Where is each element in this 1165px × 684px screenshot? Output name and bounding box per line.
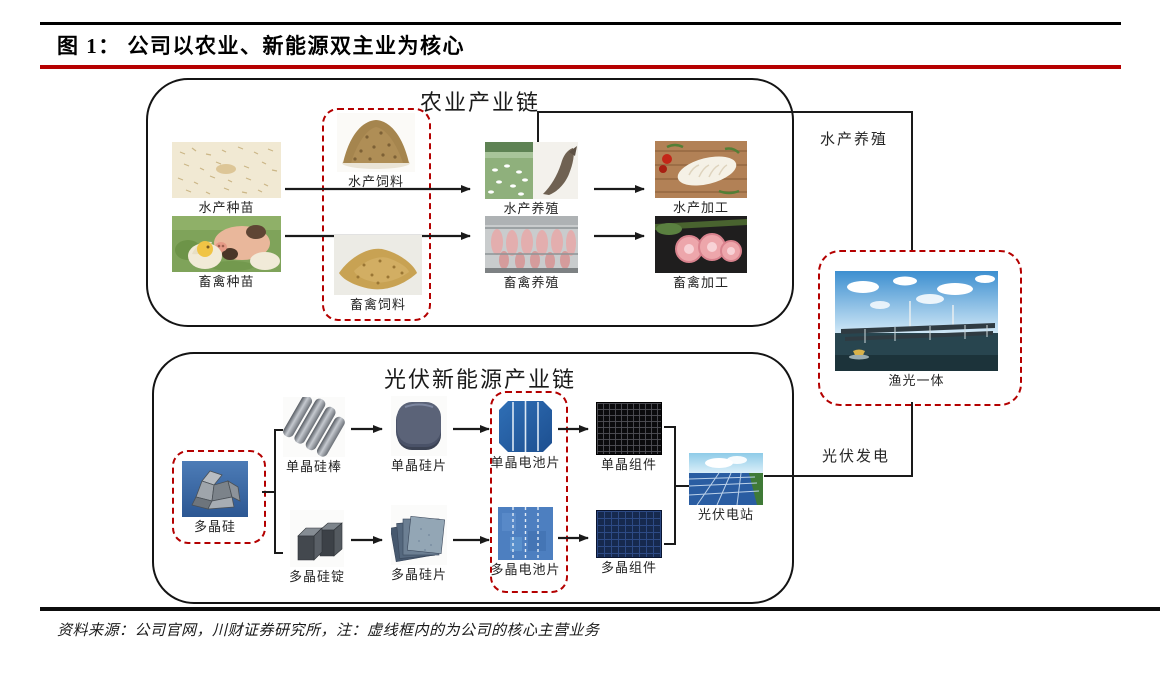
livestock-farming-image (485, 216, 578, 273)
node-label: 多晶硅 (193, 519, 236, 534)
node-aqua-seed: 水产种苗 (172, 142, 281, 215)
node-label: 单晶组件 (600, 457, 657, 472)
pv-chain-title: 光伏新能源产业链 (383, 367, 577, 392)
node-label: 单晶电池片 (490, 455, 561, 470)
node-livestock-farming: 畜禽养殖 (485, 216, 578, 290)
node-mono-cell: 单晶电池片 (491, 400, 560, 470)
node-label: 水产加工 (672, 200, 729, 215)
pv-chain-box (152, 352, 794, 604)
node-label: 水产种苗 (198, 200, 255, 215)
footer-rule (40, 607, 1160, 611)
node-label: 多晶组件 (600, 560, 657, 575)
node-livestock-seed: 畜禽种苗 (172, 216, 281, 289)
node-poly-module: 多晶组件 (596, 510, 662, 575)
poly-cell-image (498, 507, 553, 560)
mono-wafer-image (391, 396, 447, 456)
node-label: 多晶电池片 (490, 562, 561, 577)
node-mono-wafer: 单晶硅片 (391, 396, 447, 473)
node-polysilicon: 多晶硅 (182, 461, 248, 534)
core-dashed-box-polysilicon (172, 450, 266, 544)
node-label: 单晶硅棒 (285, 459, 342, 474)
node-label: 光伏电站 (697, 507, 754, 522)
top-rule (40, 22, 1121, 25)
aqua-seed-image (172, 142, 281, 198)
node-label: 多晶硅锭 (289, 569, 346, 584)
node-mono-rod: 单晶硅棒 (283, 397, 345, 474)
node-poly-cell: 多晶电池片 (491, 507, 560, 577)
node-aqua-feed: 水产饲料 (337, 113, 415, 189)
poly-ingot-image (290, 510, 344, 567)
aqua-processing-image (655, 141, 747, 198)
pv-station-image (689, 453, 763, 505)
node-label: 畜禽加工 (672, 275, 729, 290)
mono-module-image (596, 402, 662, 455)
mono-cell-image (498, 400, 553, 453)
node-label: 畜禽饲料 (349, 297, 406, 312)
livestock-feed-image (334, 235, 422, 295)
core-dashed-box-feed (322, 108, 431, 321)
figure-title: 图 1： 公司以农业、新能源双主业为核心 (57, 34, 465, 58)
node-label: 水产养殖 (503, 201, 560, 216)
title-underline-rule (40, 65, 1121, 69)
node-mono-module: 单晶组件 (596, 402, 662, 472)
poly-module-image (596, 510, 662, 558)
aquaculture-side-label: 水产养殖 (820, 132, 889, 148)
node-poly-wafer: 多晶硅片 (391, 505, 447, 582)
node-pv-station: 光伏电站 (689, 453, 763, 522)
polysilicon-image (182, 461, 248, 517)
node-label: 渔光一体 (888, 373, 945, 388)
livestock-processing-image (655, 216, 747, 273)
node-aqua-processing: 水产加工 (655, 141, 747, 215)
node-label: 畜禽种苗 (198, 274, 255, 289)
pv-generation-side-label: 光伏发电 (822, 449, 891, 465)
source-note: 资料来源：公司官网，川财证券研究所，注：虚线框内的为公司的核心主营业务 (57, 623, 600, 639)
node-aqua-farming: 水产养殖 (485, 142, 578, 216)
node-label: 多晶硅片 (391, 567, 448, 582)
node-livestock-feed: 畜禽饲料 (334, 235, 422, 312)
aqua-feed-image (337, 113, 415, 172)
aqua-farming-image (485, 142, 578, 199)
core-dashed-box-fishery-pv (818, 250, 1022, 406)
fishery-pv-image (835, 271, 998, 371)
poly-wafer-image (391, 505, 447, 565)
node-label: 畜禽养殖 (503, 275, 560, 290)
node-livestock-processing: 畜禽加工 (655, 216, 747, 290)
mono-rod-image (283, 397, 345, 457)
livestock-seed-image (172, 216, 281, 272)
core-dashed-box-cells (490, 391, 568, 593)
agriculture-chain-title: 农业产业链 (419, 90, 541, 115)
node-fishery-pv: 渔光一体 (835, 271, 998, 388)
node-label: 水产饲料 (347, 174, 404, 189)
node-label: 单晶硅片 (391, 458, 448, 473)
node-poly-ingot: 多晶硅锭 (289, 510, 346, 584)
